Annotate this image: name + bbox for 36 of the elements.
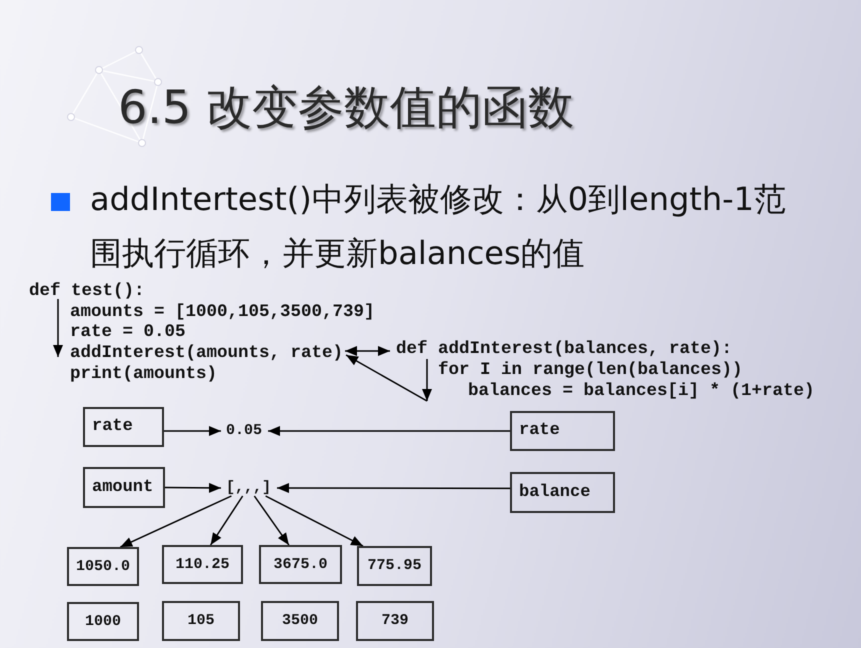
value-box: 775.95 [357, 546, 432, 586]
value-text: 0.05 [226, 423, 262, 439]
code-line: addInterest(amounts, rate) [70, 343, 344, 363]
code-line: def addInterest(balances, rate): [396, 339, 732, 359]
value-box: 110.25 [162, 545, 243, 584]
list-text: [,,,] [226, 480, 272, 496]
arrow [254, 496, 290, 546]
arrow [165, 482, 221, 493]
arrow [265, 495, 364, 547]
value-box: 739 [356, 601, 434, 641]
variable-box: rate [83, 407, 164, 447]
arrow [53, 299, 63, 357]
arrow [210, 496, 244, 546]
variable-box: balance [510, 472, 615, 513]
code-line: amounts = [1000,105,3500,739] [70, 302, 375, 322]
double-arrow [345, 346, 390, 356]
arrow [277, 483, 510, 494]
bullet-text: addIntertest()中列表被修改：从0到length-1范围执行循环，并更新balances的值 [90, 179, 788, 274]
arrow [346, 354, 428, 402]
arrow [164, 426, 221, 436]
arrow [268, 426, 510, 436]
code-line: print(amounts) [70, 364, 218, 384]
value-box: 1000 [67, 602, 139, 641]
value-box: 1050.0 [67, 547, 139, 586]
arrow [422, 359, 432, 401]
code-line: balances = balances[i] * (1+rate) [468, 381, 815, 401]
arrow [120, 495, 232, 548]
value-box: 105 [162, 601, 240, 641]
slide-title: 6.5 改变参数值的函数 [118, 79, 574, 135]
variable-box: rate [510, 411, 615, 451]
code-line: def test(): [29, 283, 145, 299]
code-line: rate = 0.05 [70, 322, 186, 342]
value-box: 3675.0 [259, 545, 342, 584]
variable-box: amount [83, 467, 165, 508]
code-line: for I in range(len(balances)) [438, 360, 743, 380]
value-box: 3500 [261, 601, 339, 641]
